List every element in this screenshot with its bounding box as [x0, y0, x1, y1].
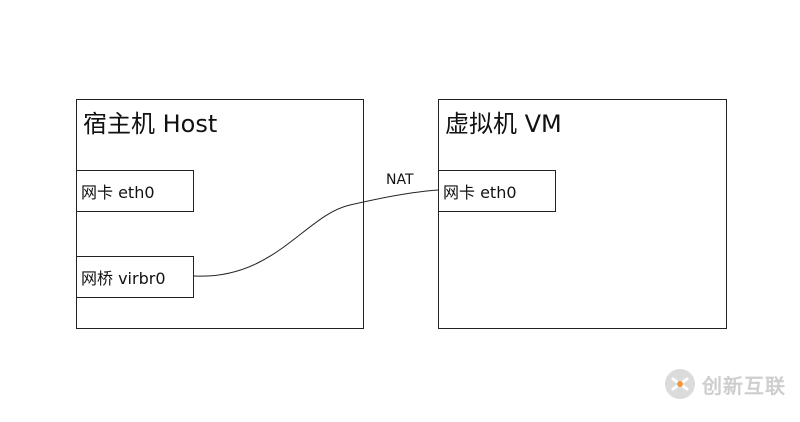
vm-box: 虚拟机 VM	[438, 99, 727, 329]
watermark-text: 创新互联	[702, 373, 786, 398]
watermark-logo-icon	[665, 369, 695, 399]
host-bridge-label: 网桥 virbr0	[81, 269, 166, 288]
host-title: 宿主机 Host	[83, 110, 218, 138]
vm-title: 虚拟机 VM	[445, 110, 562, 138]
host-nic-label: 网卡 eth0	[81, 183, 155, 202]
vm-nic-label: 网卡 eth0	[443, 183, 517, 202]
vm-nic-eth0: 网卡 eth0	[438, 170, 556, 212]
host-nic-eth0: 网卡 eth0	[76, 170, 194, 212]
nat-label: NAT	[386, 172, 414, 188]
watermark: 创新互联	[664, 368, 786, 400]
host-bridge-virbr0: 网桥 virbr0	[76, 256, 194, 298]
